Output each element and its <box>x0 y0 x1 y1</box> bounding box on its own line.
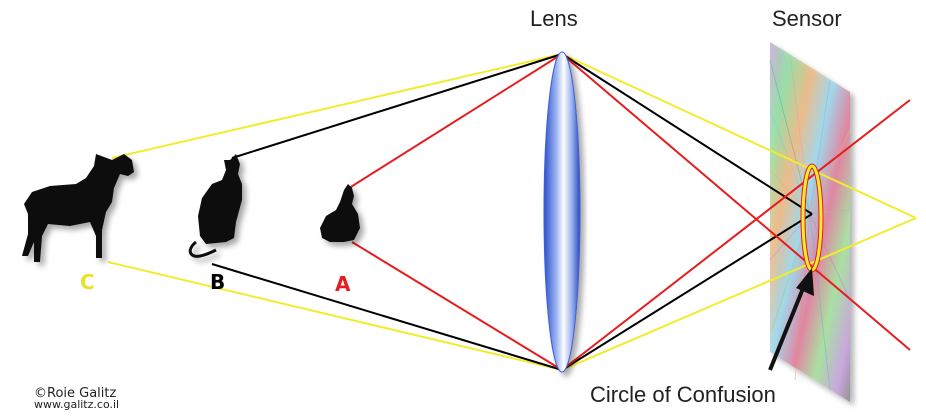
sensor-plane <box>769 42 851 402</box>
rays-c <box>107 53 917 371</box>
dog-icon <box>22 154 134 262</box>
credit-block: ©Roie Galitz www.galitz.co.il <box>34 386 120 411</box>
sensor-label: Sensor <box>772 6 842 31</box>
credit-name: ©Roie Galitz <box>34 386 117 401</box>
circle-of-confusion-label: Circle of Confusion <box>590 382 776 407</box>
pointer-arrow <box>768 268 814 371</box>
cat-icon <box>188 154 242 258</box>
label-b: B <box>210 270 226 294</box>
label-c: C <box>80 270 95 294</box>
credit-website: www.galitz.co.il <box>34 398 120 411</box>
rays-b <box>211 53 813 371</box>
lens-label: Lens <box>530 6 578 31</box>
lens-element <box>543 51 581 373</box>
rays-a <box>345 53 911 371</box>
rabbit-icon <box>320 184 360 242</box>
label-a: A <box>335 272 351 296</box>
